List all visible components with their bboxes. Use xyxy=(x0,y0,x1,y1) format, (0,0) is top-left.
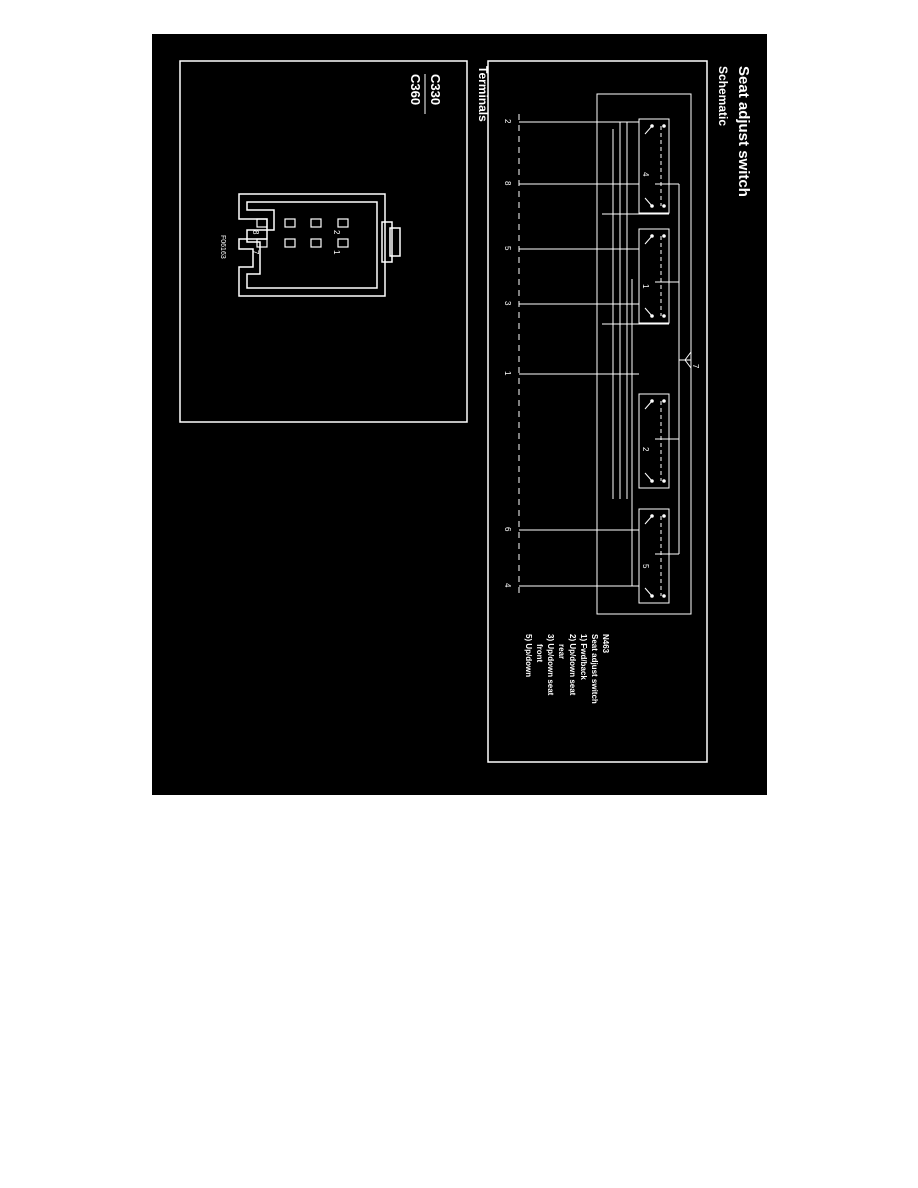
pin-4-label: 4 xyxy=(503,583,512,588)
figure-id: F06163 xyxy=(219,235,226,259)
switch-block-4 xyxy=(602,118,670,215)
pin-3-label: 3 xyxy=(503,301,512,306)
connector-c360: C360 xyxy=(408,74,423,105)
pin-8-label: 8 xyxy=(503,181,512,186)
connector-face-drawing xyxy=(238,193,401,297)
terminal-pin-8-label: 8 xyxy=(251,230,260,235)
terminals-frame xyxy=(179,60,468,423)
pin-5-label: 5 xyxy=(503,246,512,251)
pin-2-label: 2 xyxy=(503,119,512,124)
diagram-title: Seat adjust switch xyxy=(735,66,752,197)
schematic-frame xyxy=(487,60,708,763)
terminals-heading: Terminals xyxy=(476,66,490,122)
legend-item-3-cont: front xyxy=(535,644,544,663)
switch-number-1: 1 xyxy=(641,284,650,289)
legend-item-2-cont: rear xyxy=(557,644,566,659)
pin-7-feed xyxy=(655,183,692,555)
switch-number-2: 2 xyxy=(641,447,650,452)
pin-risers xyxy=(519,121,639,587)
connector-c330: C330 xyxy=(428,74,443,105)
legend-name: Seat adjust switch xyxy=(590,634,599,704)
switch-body-outline xyxy=(596,93,692,615)
terminal-pin-1-label: 1 xyxy=(332,250,341,255)
pin-1-label: 1 xyxy=(503,371,512,376)
pin-6-label: 6 xyxy=(503,527,512,532)
legend-item-3: 3) Up/down seat xyxy=(546,634,555,696)
legend-item-5: 5) Up/down xyxy=(524,634,533,677)
legend-item-1: 1) Fwd/back xyxy=(579,634,588,680)
terminal-pin-7-label: 7 xyxy=(251,250,260,255)
switch-block-2 xyxy=(638,393,670,489)
switch-block-1 xyxy=(602,228,670,325)
switch-block-5 xyxy=(638,508,670,604)
diagram-canvas: Seat adjust switch Schematic 7 xyxy=(179,60,752,763)
legend-code: N463 xyxy=(601,634,610,654)
terminal-pin-2-label: 2 xyxy=(332,230,341,235)
legend-item-2: 2) Up/down seat xyxy=(568,634,577,696)
rotated-content: Seat adjust switch Schematic 7 xyxy=(152,34,767,795)
switch-number-5: 5 xyxy=(641,564,650,569)
bus-lines xyxy=(612,122,633,586)
schematic-heading: Schematic xyxy=(716,66,730,126)
switch-number-4: 4 xyxy=(641,172,650,177)
diagram-sheet: Seat adjust switch Schematic 7 xyxy=(152,34,767,795)
pin-7-label: 7 xyxy=(691,364,700,369)
schematic-legend: N463 Seat adjust switch 1) Fwd/back 2) U… xyxy=(524,634,610,704)
